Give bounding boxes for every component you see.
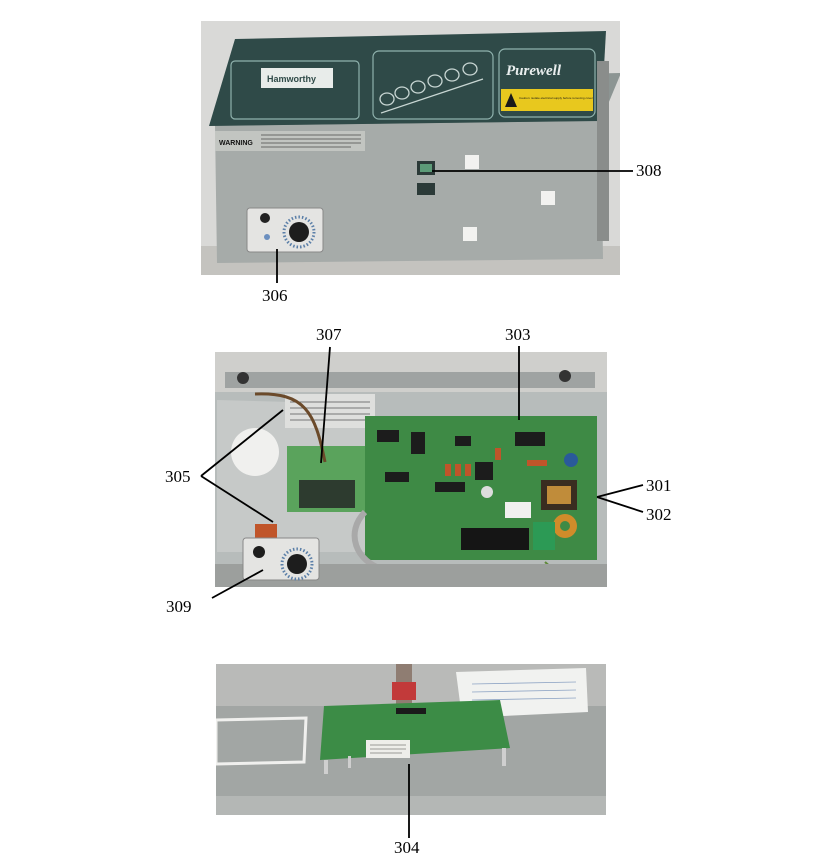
leader-301: [596, 484, 644, 498]
warning-label-notice: Caution: isolate electrical supply befor…: [519, 96, 593, 100]
leader-307: [320, 346, 331, 464]
callout-305: 305: [165, 467, 191, 486]
brand-text: Hamworthy: [267, 74, 316, 84]
leader-305-a: [200, 409, 284, 477]
callout-308: 308: [636, 161, 662, 180]
callout-309: 309: [166, 597, 192, 616]
electrical-hazard-icon: [505, 93, 517, 107]
brand-logo: [261, 68, 333, 88]
warning-heading: WARNING: [219, 140, 253, 147]
callout-307: 307: [316, 325, 342, 344]
product-logo-text: Purewell: [506, 63, 562, 79]
display-board-photo: [216, 664, 606, 815]
control-board-photo: [215, 352, 607, 587]
leader-309: [211, 569, 264, 599]
warning-label: [501, 89, 593, 111]
callout-303: 303: [505, 325, 531, 344]
callout-302: 302: [646, 505, 672, 524]
callout-301: 301: [646, 476, 672, 495]
callout-306: 306: [262, 286, 288, 305]
thermostat-knob: [287, 554, 307, 574]
thermostat-knob: [289, 222, 309, 242]
leader-305-b: [200, 475, 274, 523]
callout-304: 304: [394, 838, 420, 857]
leader-302: [596, 496, 644, 513]
front-panel-photo: Hamworthy Purewell Caution: isolate elec…: [201, 21, 620, 275]
